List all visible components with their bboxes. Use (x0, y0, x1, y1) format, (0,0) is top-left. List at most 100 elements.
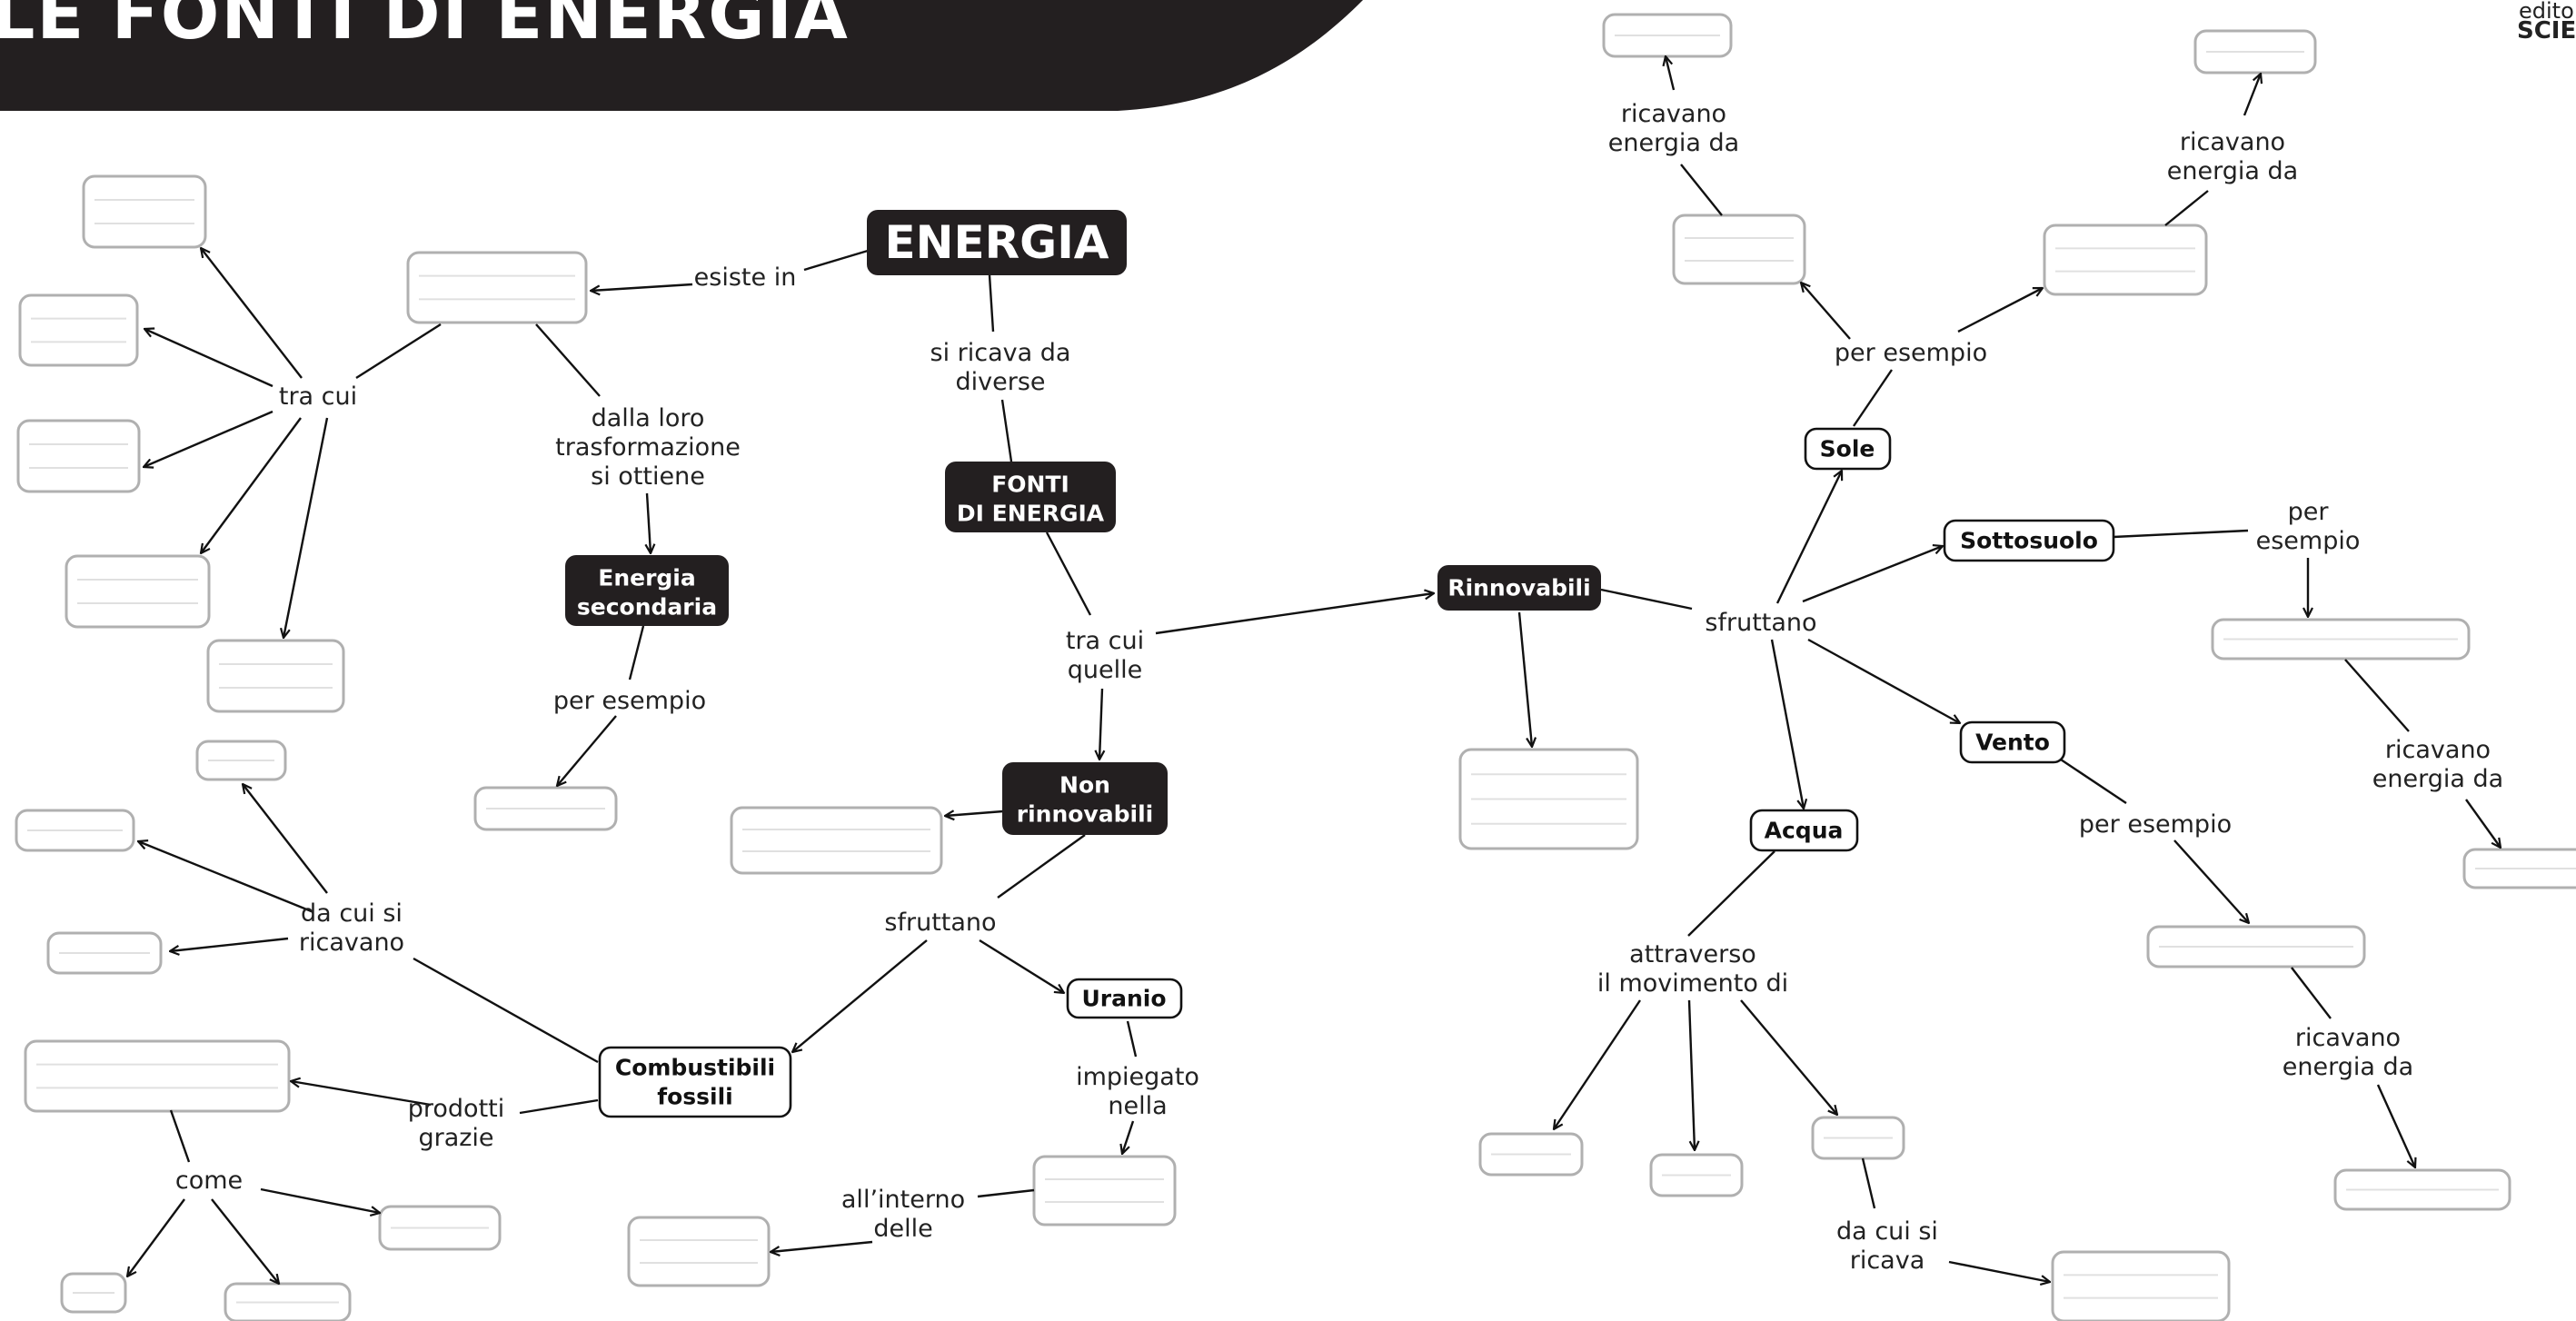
connector-arrow (1802, 546, 1943, 603)
connector-arrow (1122, 1120, 1135, 1154)
node-fonti-label-2: DI ENERGIA (957, 501, 1105, 527)
node-rinnovabili: Rinnovabili (1437, 565, 1601, 611)
connector-arrow (1948, 1260, 2050, 1282)
connectors (127, 56, 2501, 1284)
node-sole-label: Sole (1820, 436, 1875, 462)
connector-line (2164, 190, 2209, 226)
node-energia: ENERGIA (867, 210, 1127, 275)
node-vento-label: Vento (1975, 730, 2050, 756)
connector-arrow (1801, 283, 1851, 340)
connector-arrow (1666, 56, 1676, 91)
connector-arrow (591, 283, 693, 291)
connector-arrow (1775, 471, 1842, 604)
blank-box (195, 740, 287, 781)
label-si-ricava-da-2: diverse (955, 368, 1045, 396)
connector-line (2344, 659, 2410, 732)
label-da-cui-si-ricava-1: da cui si (1836, 1217, 1938, 1246)
connector-line (2291, 967, 2332, 1019)
label-ricavano-energia-da-1b: energia da (1608, 129, 1739, 157)
connector-arrow (2376, 1084, 2415, 1167)
label-attraverso-1: attraverso (1629, 940, 1756, 968)
brand-line-1: edito (2519, 0, 2574, 24)
blank-box (1672, 214, 1806, 285)
connector-line (1600, 588, 1693, 611)
node-non-rinnovabili-label-1: Non (1059, 772, 1110, 799)
label-ricavano-energia-da-3a: ricavano (2385, 736, 2491, 764)
blank-box (206, 639, 345, 713)
connector-line (1680, 164, 1723, 216)
connector-line (628, 625, 645, 680)
label-ricavano-energia-da-4a: ricavano (2295, 1024, 2401, 1052)
blank-box (2146, 925, 2366, 968)
connector-line (1045, 531, 1092, 616)
label-per-esempio-secondaria: per esempio (553, 687, 706, 715)
connector-arrow (1099, 688, 1102, 760)
blank-box (1811, 1116, 1905, 1160)
connector-line (2113, 529, 2249, 539)
connector-arrow (260, 1187, 380, 1213)
blank-answer-boxes (15, 13, 2576, 1321)
connector-line (413, 957, 599, 1064)
connector-arrow (2243, 74, 2261, 116)
label-dalla-loro-1: dalla loro (592, 404, 705, 432)
label-da-cui-si-ricava-2: ricava (1850, 1247, 1925, 1275)
blank-box (24, 1039, 291, 1113)
connector-arrow (211, 1198, 279, 1284)
connector-line (535, 323, 601, 397)
node-sole: Sole (1804, 427, 1892, 471)
label-ricavano-energia-da-2b: energia da (2167, 157, 2298, 185)
label-tra-cui: tra cui (279, 382, 357, 411)
connector-arrow (201, 417, 302, 553)
blank-box (2462, 848, 2576, 889)
blank-box (2043, 223, 2208, 296)
blank-box (2051, 1250, 2231, 1321)
connector-line (977, 1188, 1035, 1198)
label-ricavano-energia-da-1a: ricavano (1621, 100, 1726, 128)
connector-arrow (144, 329, 274, 388)
connector-arrow (1957, 288, 2043, 333)
blank-box (65, 554, 211, 629)
label-tra-cui-quelle-1: tra cui (1066, 627, 1144, 655)
node-combustibili-label-1: Combustibili (615, 1055, 775, 1081)
label-per-esempio-sole: per esempio (1835, 339, 1987, 367)
label-dalla-loro-3: si ottiene (591, 462, 705, 491)
connector-arrow (771, 1240, 873, 1252)
connector-arrow (283, 417, 329, 638)
connector-arrow (1770, 639, 1804, 809)
label-ricavano-energia-da-2a: ricavano (2180, 128, 2285, 156)
blank-box (406, 251, 588, 324)
label-si-ricava-da-1: si ricava da (930, 339, 1071, 367)
connector-line (988, 274, 995, 333)
node-fonti-label-1: FONTI (991, 472, 1069, 498)
node-non-rinnovabili: Non rinnovabili (1002, 762, 1168, 835)
connector-arrow (243, 784, 328, 894)
connector-arrow (170, 937, 289, 951)
connector-arrow (127, 1198, 185, 1276)
blank-box (82, 174, 207, 249)
blank-box (1649, 1153, 1744, 1197)
connector-arrow (138, 841, 314, 914)
connector-line (1861, 1157, 1876, 1209)
label-esiste-in: esiste in (694, 263, 797, 292)
brand-line-2: SCIE (2517, 17, 2576, 45)
node-acqua-label: Acqua (1765, 818, 1844, 844)
connector-arrow (2465, 799, 2501, 848)
blank-box (473, 786, 618, 831)
connector-line (997, 834, 1086, 899)
node-energia-secondaria-label-1: Energia (598, 565, 696, 591)
node-fonti-di-energia: FONTI DI ENERGIA (945, 462, 1116, 532)
connector-arrow (1687, 999, 1695, 1150)
connector-arrow (792, 939, 928, 1052)
node-sottosuolo: Sottosuolo (1943, 519, 2115, 562)
blank-box (1458, 748, 1639, 850)
blank-box (627, 1216, 771, 1287)
blank-box (2211, 618, 2471, 660)
connector-line (803, 249, 869, 272)
label-sfruttano-non-rinnovabili: sfruttano (884, 909, 996, 937)
blank-box (18, 293, 139, 367)
node-uranio: Uranio (1066, 978, 1183, 1019)
label-all-interno-delle-2: delle (873, 1215, 932, 1243)
label-come: come (175, 1167, 243, 1195)
connector-arrow (647, 492, 651, 553)
node-rinnovabili-label: Rinnovabili (1447, 575, 1590, 601)
